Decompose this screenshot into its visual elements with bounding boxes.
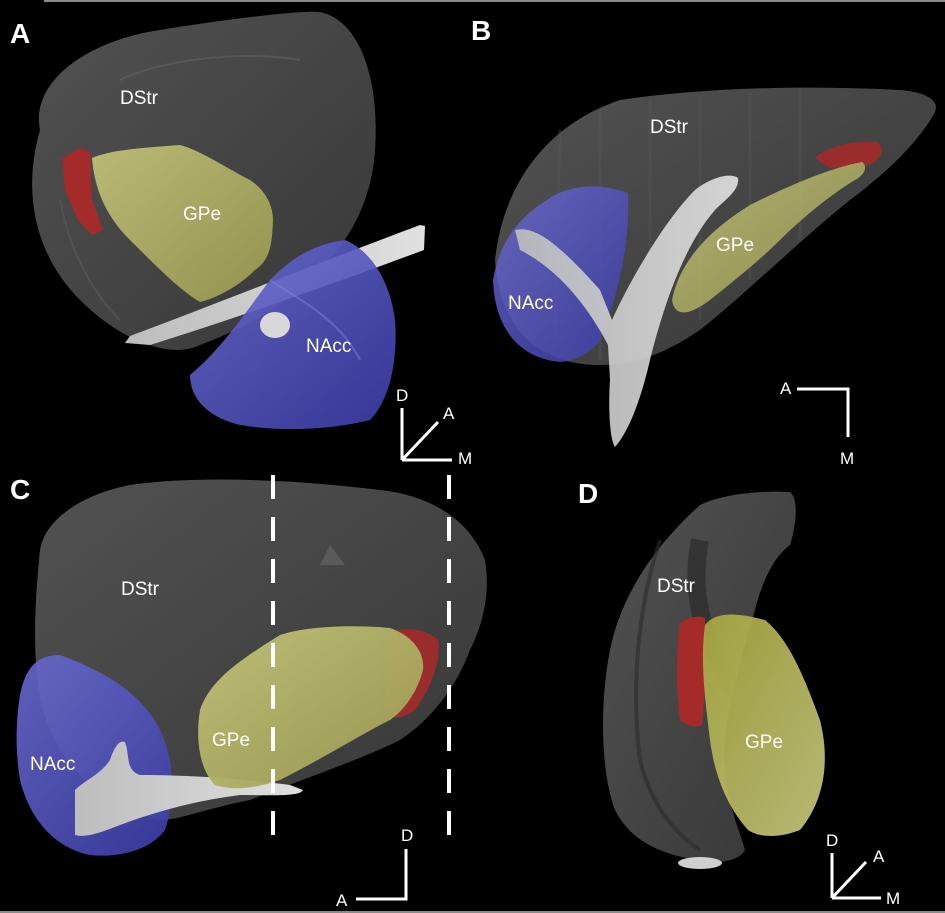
panel-a-gpe-shape [92,145,273,302]
panel-c-axis-d: D [401,826,414,845]
panel-d-axis-a: A [873,847,885,866]
panel-label-a: A [10,18,31,49]
panel-b-gpe-label: GPe [716,235,755,256]
panel-c-nacc-label: NAcc [30,754,76,775]
panel-d-red-structure [677,616,706,727]
panel-c-fiber-tract [75,741,303,836]
panel-a-orientation-axes [400,408,452,462]
panel-a-gpe-label: GPe [183,204,222,225]
panel-c-gpe-shape [198,626,424,789]
panel-a-red-structure [62,148,103,235]
panel-b-fiber-tract [515,175,739,447]
panel-d-orientation-axes [830,853,881,900]
panel-b-render [493,87,936,447]
panel-b-dstr-label: DStr [650,117,688,138]
panel-a-axis-m: M [458,449,473,468]
panel-b-gpe-shape [672,162,866,313]
panel-d-axis-d: D [826,831,839,850]
panel-a-dstr-label: DStr [120,88,158,109]
panel-a-render [32,11,425,430]
panel-d-axis-m: M [886,889,901,908]
panel-label-b: B [471,15,492,46]
panel-c-orientation-axes [356,849,408,901]
panel-d-dstr-label: DStr [657,576,695,597]
bottom-border-rule [0,911,945,913]
panel-c-dstr-label: DStr [121,579,159,600]
panel-d-gpe-shape [702,614,825,836]
panel-a-axis-a: A [443,404,455,423]
panel-b-axis-m: M [840,449,855,468]
panel-c-axis-a: A [336,891,348,910]
panel-a-nacc-label: NAcc [306,336,352,357]
panel-b-red-structure [815,141,882,168]
panel-b-nacc-label: NAcc [508,293,554,314]
panel-b-orientation-axes [797,387,850,437]
panel-label-d: D [578,478,599,509]
panel-c-gpe-label: GPe [212,730,251,751]
top-border-rule [44,0,945,2]
panel-label-c: C [10,474,31,505]
panel-a-nacc-shape [190,240,396,430]
panel-d-gpe-label: GPe [745,732,784,753]
panel-c-render [16,475,487,856]
panel-b-axis-a: A [780,379,792,398]
panel-d-render [603,491,825,869]
panel-a-axis-d: D [396,386,409,405]
